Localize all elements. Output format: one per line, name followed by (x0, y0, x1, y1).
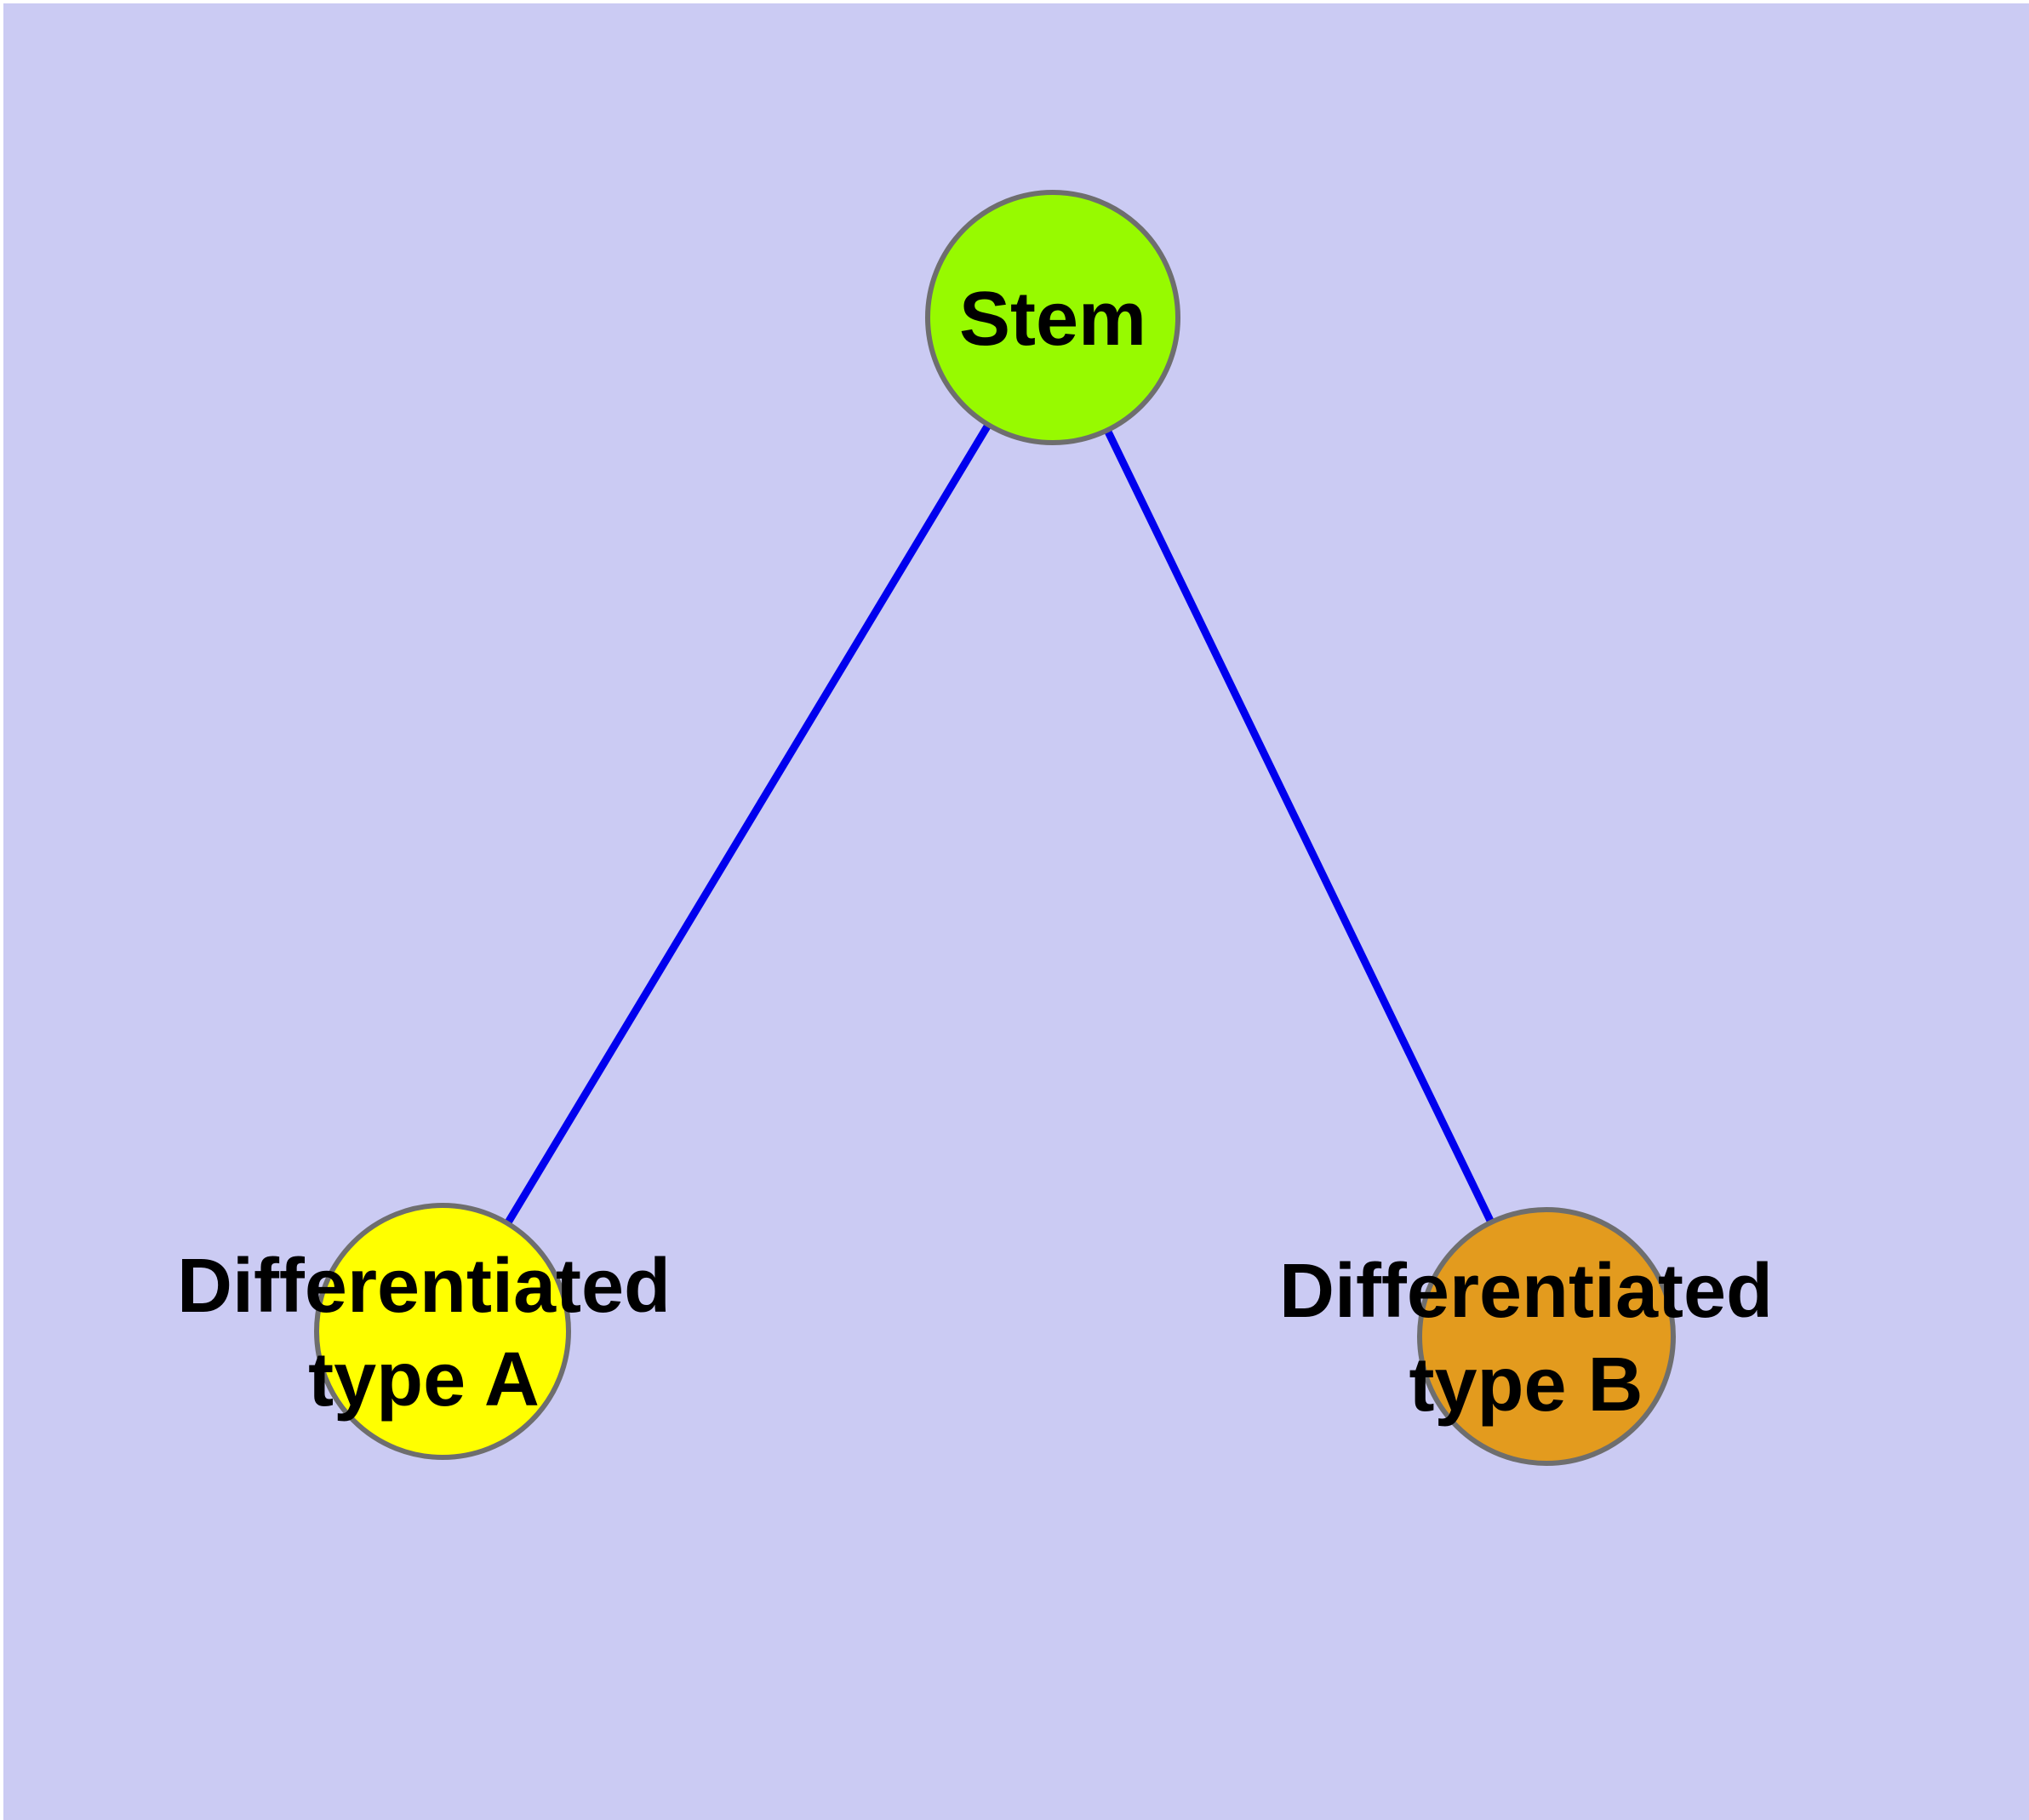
edge-stem-to-diff-type-a (503, 421, 992, 1228)
differentiated-type-a-label-line-2: type A (308, 1337, 540, 1422)
node-differentiated-type-a: Differentiated type A (177, 1203, 671, 1460)
differentiated-type-b-label-line-2: type B (1409, 1342, 1643, 1428)
stem-node-label: Stem (959, 277, 1146, 362)
stem-node-circle (925, 190, 1180, 445)
differentiated-type-b-label-line-1: Differentiated (1279, 1249, 1773, 1334)
node-stem: Stem (925, 190, 1180, 445)
differentiated-type-a-label-line-1: Differentiated (177, 1244, 671, 1329)
differentiated-type-a-node-circle (314, 1203, 571, 1460)
node-differentiated-type-b: Differentiated type B (1279, 1207, 1773, 1466)
differentiated-type-b-node-circle (1417, 1207, 1676, 1466)
edge-stem-to-diff-type-b (1103, 426, 1495, 1227)
